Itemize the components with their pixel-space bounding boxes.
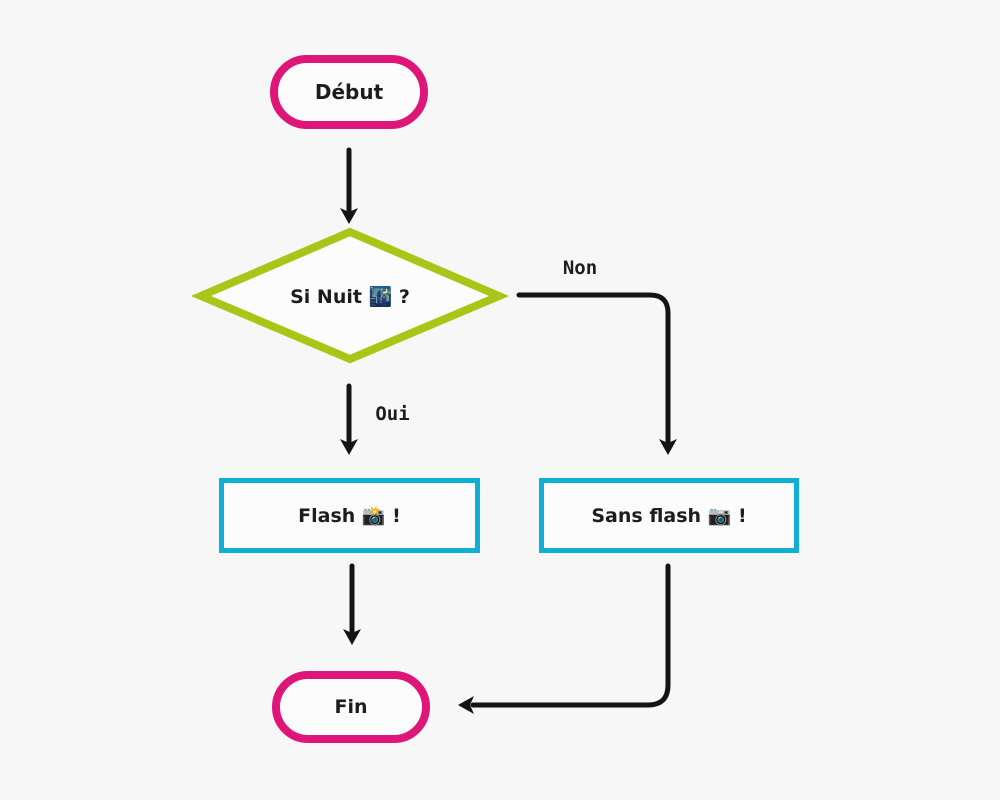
node-start: Début [270,55,428,129]
node-start-label: Début [314,80,384,104]
node-end: Fin [272,671,430,743]
arrowhead-flash-to-end [343,629,361,645]
arrowhead-noflash-to-end [458,696,474,714]
edge-noflash-to-end [470,563,671,708]
edge-decision-to-noflash [516,292,671,445]
arrowhead-start-to-decision [340,208,358,224]
node-flash-label: Flash 📸 ! [298,505,401,527]
edge-label-oui: Oui [375,403,410,425]
node-no-flash-label: Sans flash 📷 ! [591,505,747,527]
node-flash: Flash 📸 ! [219,478,480,553]
node-end-label: Fin [334,696,368,718]
arrowhead-decision-to-noflash [659,439,677,455]
node-decision: Si Nuit 🌃 ? [202,233,498,359]
node-no-flash: Sans flash 📷 ! [539,478,799,553]
node-decision-label: Si Nuit 🌃 ? [290,285,410,308]
edge-label-non: Non [562,257,598,279]
arrowhead-decision-to-flash [340,439,358,455]
node-decision-shape [190,227,510,364]
